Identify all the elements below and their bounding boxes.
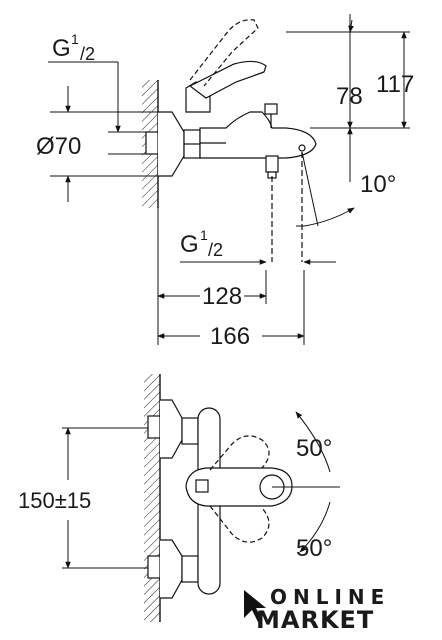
wall-flange [158,111,185,177]
logo-line2: MARKET [256,606,374,634]
cursor-arrow-icon [244,590,266,622]
side-view [142,19,317,262]
aerator [298,144,306,152]
angle-spout-label: 10° [360,171,396,198]
thread-top-label: G [52,35,71,62]
angle-up-label: 50° [296,435,332,462]
logo-line1: ONLINE [270,585,390,609]
front-view [144,374,293,622]
thread-bottom-sub: /2 [208,240,223,260]
mixer-body [199,111,317,159]
lever-raised-ghost [189,19,259,87]
lever-ghost-up [209,435,270,471]
side-labels: G 1 /2 Ø70 78 117 10° G 1 /2 128 166 [36,31,414,350]
height-117-label: 117 [376,71,414,98]
lever-ghost-down [209,505,270,543]
spout-outlet [265,155,279,173]
eccentric-connector [145,131,159,155]
side-dimensions [48,14,410,345]
depth-128-label: 128 [202,283,242,310]
diameter-label: Ø70 [36,133,81,160]
lever [188,60,267,99]
thread-top-sup: 1 [71,31,79,47]
spacing-label: 150±15 [18,488,91,513]
angle-down-label: 50° [296,535,332,562]
wall-hatch-front [144,374,160,622]
diverter-knob [264,103,278,115]
depth-166-label: 166 [210,323,250,350]
front-dimensions [62,411,340,569]
height-78-label: 78 [336,83,363,110]
thread-bottom-sup: 1 [200,227,208,243]
thread-bottom-label: G [180,231,199,258]
online-market-logo: ONLINE MARKET [244,585,390,634]
front-labels: 150±15 50° 50° [18,435,332,562]
thread-top-sub: /2 [80,44,95,64]
